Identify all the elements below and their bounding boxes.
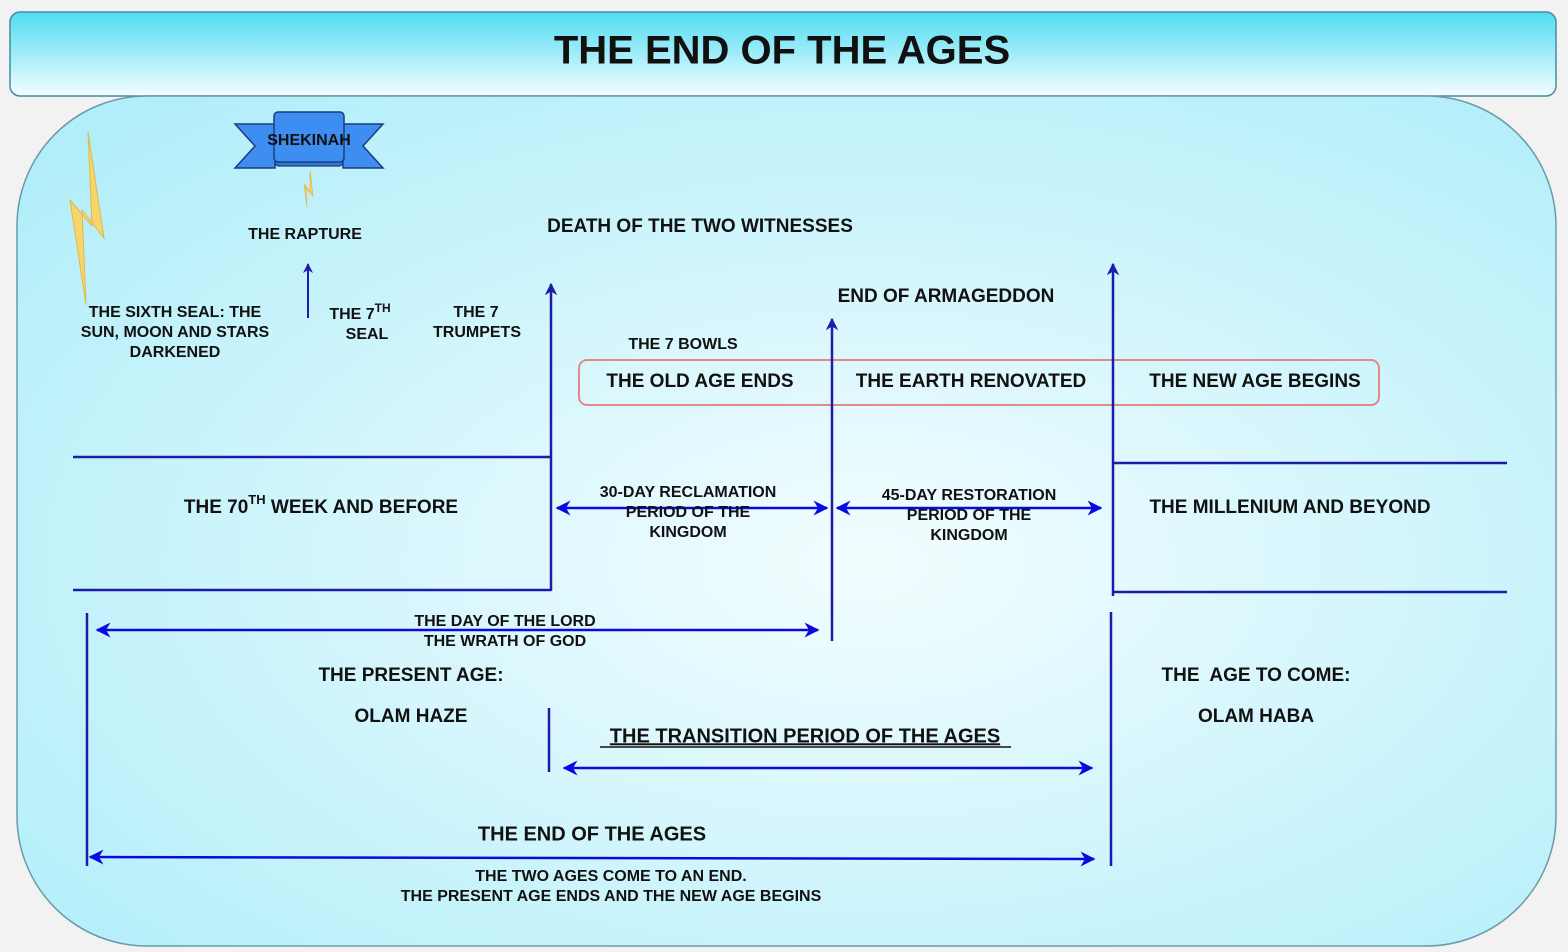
period-band-lines — [73, 455, 1507, 594]
svg-text:45-DAY RESTORATION: 45-DAY RESTORATION — [882, 487, 1057, 504]
small-lightning-bolt-icon — [303, 169, 314, 208]
trumpets-label: THE 7 TRUMPETS — [433, 304, 521, 341]
sixth-seal-label: THE SIXTH SEAL: THE SUN, MOON AND STARS … — [81, 304, 270, 361]
olam-haze-label: OLAM HAZE — [355, 706, 468, 727]
svg-text:TRUMPETS: TRUMPETS — [433, 324, 521, 341]
end-of-ages-arrow — [88, 849, 1096, 867]
svg-text:THE SIXTH SEAL: THE: THE SIXTH SEAL: THE — [89, 304, 262, 321]
title-bar: THE END OF THE AGES — [9, 11, 1557, 97]
svg-text:KINGDOM: KINGDOM — [649, 524, 726, 541]
rapture-label: THE RAPTURE — [248, 226, 362, 243]
stage-earth-renovated: THE EARTH RENOVATED — [856, 371, 1086, 392]
svg-text:SEAL: SEAL — [346, 326, 389, 343]
stage-new-age-begins: THE NEW AGE BEGINS — [1149, 371, 1360, 392]
armageddon-label: END OF ARMAGEDDON — [838, 286, 1055, 307]
svg-text:DARKENED: DARKENED — [130, 344, 221, 361]
present-age-label: THE PRESENT AGE: — [318, 665, 503, 686]
bowls-label: THE 7 BOWLS — [628, 336, 738, 353]
end-of-ages-label: THE END OF THE AGES — [478, 823, 706, 845]
svg-text:PERIOD OF THE: PERIOD OF THE — [626, 504, 751, 521]
wrath-of-god-label: THE WRATH OF GOD — [424, 633, 586, 650]
stage-old-age-ends: THE OLD AGE ENDS — [606, 371, 793, 392]
age-to-come-label: THE AGE TO COME: — [1162, 665, 1351, 686]
olam-haba-label: OLAM HABA — [1198, 706, 1314, 727]
two-witnesses-label: DEATH OF THE TWO WITNESSES — [547, 216, 853, 237]
seventh-seal-label: THE 7TH SEAL — [329, 301, 390, 343]
millenium-label: THE MILLENIUM AND BEYOND — [1149, 497, 1430, 518]
svg-text:KINGDOM: KINGDOM — [930, 527, 1007, 544]
svg-text:30-DAY RECLAMATION: 30-DAY RECLAMATION — [600, 484, 777, 501]
restoration-label: 45-DAY RESTORATION PERIOD OF THE KINGDOM — [882, 487, 1057, 544]
svg-text:PERIOD OF THE: PERIOD OF THE — [907, 507, 1032, 524]
svg-text:THE 7TH: THE 7TH — [329, 301, 390, 323]
svg-text:THE 7: THE 7 — [453, 304, 498, 321]
diagram-panel — [16, 95, 1557, 947]
day-of-lord-label: THE DAY OF THE LORD — [414, 613, 595, 630]
end-of-ages-line-2: THE PRESENT AGE ENDS AND THE NEW AGE BEG… — [401, 888, 822, 905]
transition-label: THE TRANSITION PERIOD OF THE AGES — [610, 725, 1000, 747]
lightning-bolt-icon — [69, 131, 105, 306]
svg-text:SUN, MOON AND STARS: SUN, MOON AND STARS — [81, 324, 270, 341]
shekinah-label: SHEKINAH — [267, 132, 351, 149]
shekinah-banner: SHEKINAH — [233, 111, 385, 169]
end-of-ages-line-1: THE TWO AGES COME TO AN END. — [475, 868, 746, 885]
reclamation-label: 30-DAY RECLAMATION PERIOD OF THE KINGDOM — [600, 484, 777, 541]
seventieth-week-label: THE 70TH WEEK AND BEFORE — [184, 492, 458, 518]
page-title: THE END OF THE AGES — [554, 29, 1010, 73]
stages-box — [578, 359, 1380, 406]
